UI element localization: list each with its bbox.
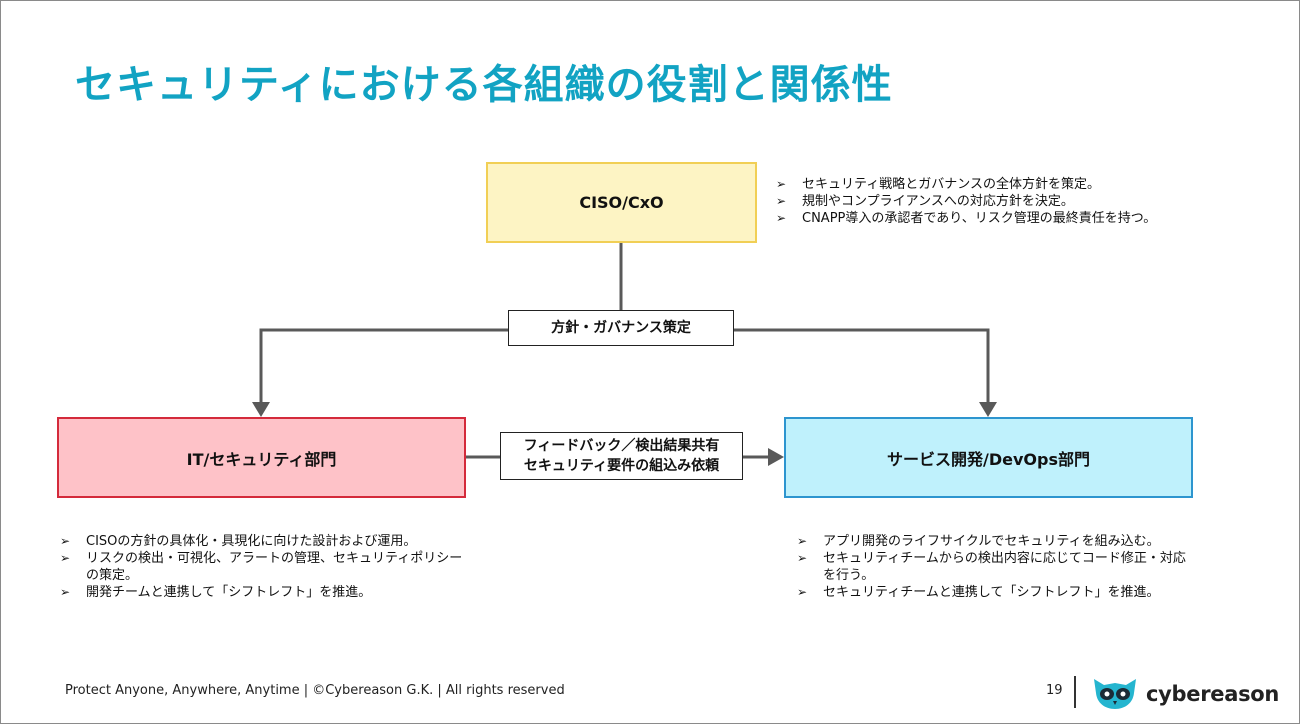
ciso-label: CISO/CxO (579, 193, 664, 212)
page-number: 19 (1046, 683, 1063, 698)
devops-label: サービス開発/DevOps部門 (887, 449, 1090, 469)
arrowhead-to-dev-side (768, 448, 784, 466)
arrow-bullet-icon: ➢ (776, 211, 787, 225)
list-item: ➢セキュリティチームからの検出内容に応じてコード修正・対応を行う。 (797, 551, 1186, 583)
slide-title: セキュリティにおける各組織の役割と関係性 (75, 62, 893, 108)
feedback-label-line2: セキュリティ要件の組込み依頼 (523, 458, 720, 474)
arrow-bullet-icon: ➢ (797, 551, 808, 565)
it-security-box: IT/セキュリティ部門 (57, 417, 466, 498)
arrowhead-to-dev (979, 402, 997, 417)
list-item: ➢アプリ開発のライフサイクルでセキュリティを組み込む。 (797, 534, 1160, 549)
ciso-box: CISO/CxO (486, 162, 757, 243)
list-item: ➢セキュリティ戦略とガバナンスの全体方針を策定。 (776, 177, 1100, 192)
devops-notes: ➢アプリ開発のライフサイクルでセキュリティを組み込む。 ➢セキュリティチームから… (797, 533, 1197, 601)
footer-tagline: Protect Anyone, Anywhere, Anytime | ©Cyb… (65, 683, 565, 698)
connector-to-it (259, 328, 508, 405)
devops-box: サービス開発/DevOps部門 (784, 417, 1193, 498)
policy-governance-label: 方針・ガバナンス策定 (508, 310, 734, 346)
arrowhead-to-it (252, 402, 270, 417)
list-item: ➢CNAPP導入の承認者であり、リスク管理の最終責任を持つ。 (776, 211, 1157, 226)
arrow-bullet-icon: ➢ (60, 551, 71, 565)
owl-logo-icon (1094, 679, 1136, 709)
it-security-label: IT/セキュリティ部門 (186, 449, 337, 469)
list-item: ➢規制やコンプライアンスへの対応方針を決定。 (776, 194, 1074, 209)
feedback-label: フィードバック／検出結果共有 セキュリティ要件の組込み依頼 (500, 432, 743, 480)
list-item: ➢セキュリティチームと連携して「シフトレフト」を推進。 (797, 585, 1160, 600)
arrow-bullet-icon: ➢ (797, 534, 808, 548)
ciso-notes: ➢セキュリティ戦略とガバナンスの全体方針を策定。 ➢規制やコンプライアンスへの対… (776, 176, 1236, 227)
arrow-bullet-icon: ➢ (797, 585, 808, 599)
footer-divider (1074, 676, 1076, 708)
arrow-bullet-icon: ➢ (776, 177, 787, 191)
list-item: ➢開発チームと連携して「シフトレフト」を推進。 (60, 585, 372, 600)
arrow-bullet-icon: ➢ (60, 585, 71, 599)
logo-wordmark: cybereason (1146, 682, 1280, 706)
policy-label-text: 方針・ガバナンス策定 (551, 320, 691, 336)
list-item: ➢CISOの方針の具体化・具現化に向けた設計および運用。 (60, 534, 417, 549)
connector-to-dev (734, 328, 990, 405)
it-security-notes: ➢CISOの方針の具体化・具現化に向けた設計および運用。 ➢リスクの検出・可視化… (60, 533, 470, 601)
feedback-label-line1: フィードバック／検出結果共有 (523, 438, 720, 454)
list-item: ➢リスクの検出・可視化、アラートの管理、セキュリティポリシーの策定。 (60, 551, 463, 583)
cybereason-logo: cybereason (1092, 674, 1282, 714)
arrow-bullet-icon: ➢ (776, 194, 787, 208)
arrow-bullet-icon: ➢ (60, 534, 71, 548)
